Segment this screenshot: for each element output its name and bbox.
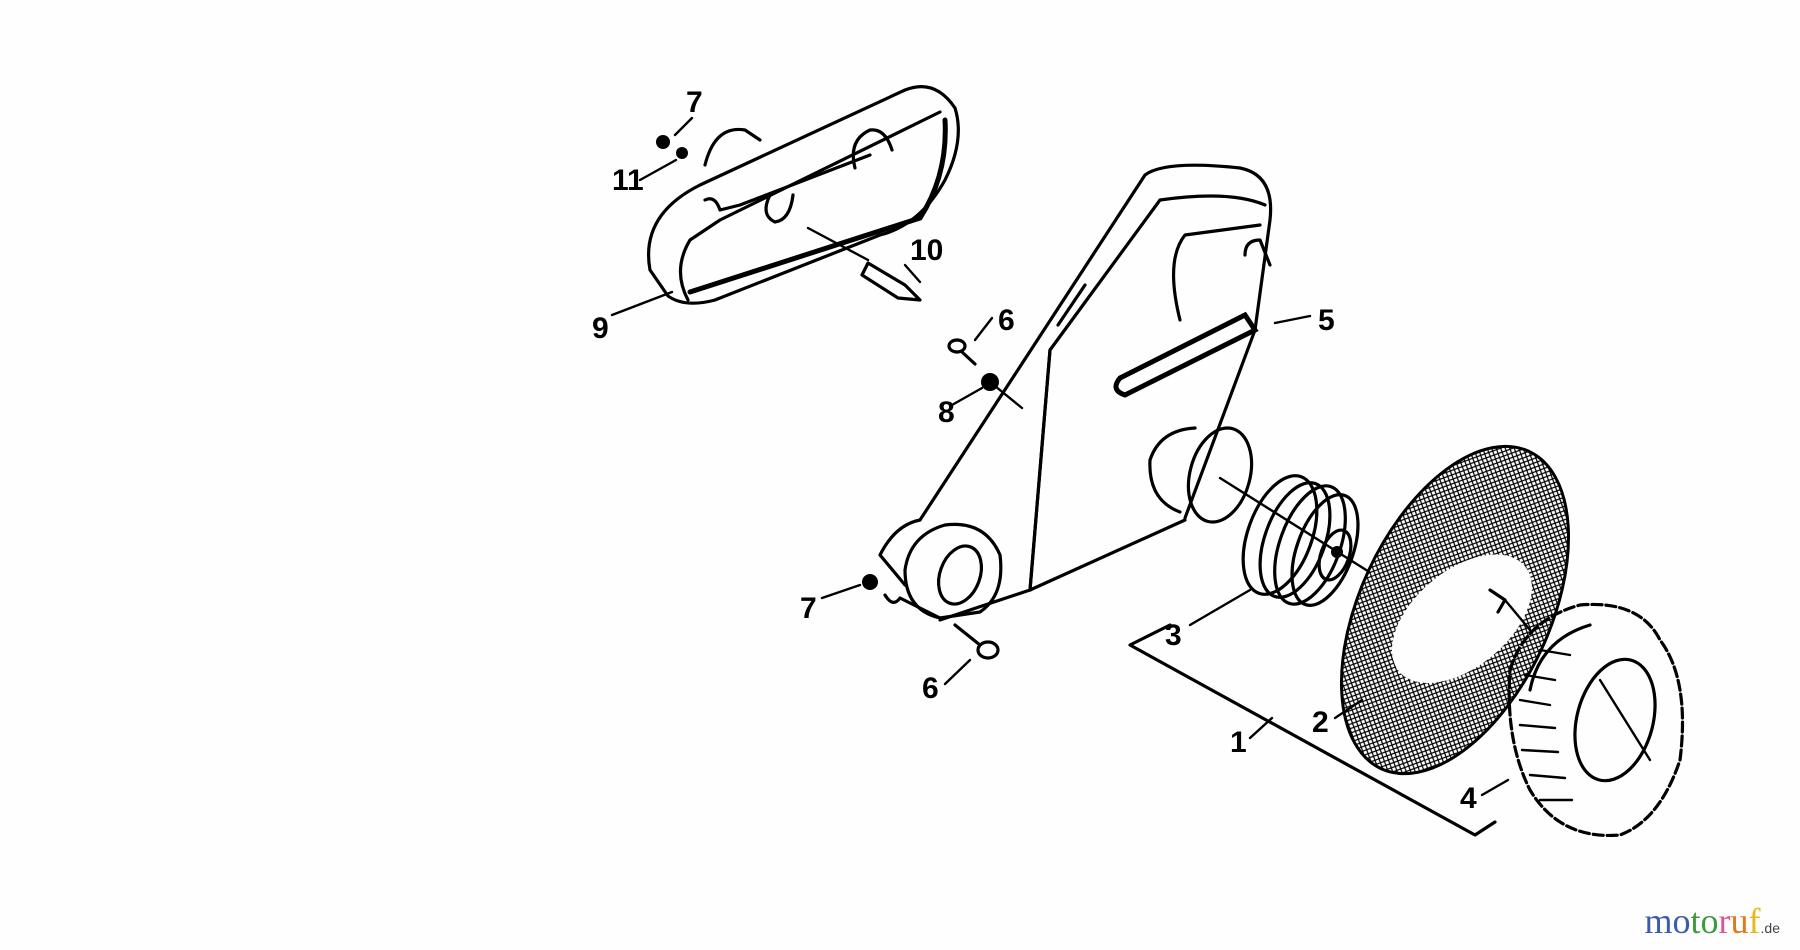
logo-letter: f — [1748, 901, 1761, 941]
logo-letter: o — [1672, 901, 1691, 941]
part-11-washer — [676, 147, 688, 159]
callout-5: 5 — [1318, 304, 1335, 337]
part-4-tire — [1503, 598, 1685, 838]
callout-4: 4 — [1460, 782, 1477, 815]
part-6-bolt-bottom — [953, 623, 1000, 660]
callout-6-top: 6 — [998, 304, 1015, 337]
callout-8: 8 — [938, 396, 955, 429]
logo-letter: m — [1644, 901, 1673, 941]
motoruf-watermark-logo: motoruf.de — [1645, 900, 1781, 942]
part-7-nut-top — [656, 135, 670, 149]
callout-7-bottom: 7 — [800, 592, 817, 625]
callout-labels: 1 2 3 4 5 6 6 7 7 8 9 10 11 — [592, 86, 1477, 815]
logo-letter: t — [1690, 901, 1701, 941]
part-9-belt-cover — [647, 85, 960, 305]
callout-1: 1 — [1230, 726, 1247, 759]
logo-letter: o — [1700, 901, 1719, 941]
part-10-pin — [806, 226, 922, 302]
callout-6-bottom: 6 — [922, 672, 939, 705]
logo-letter: r — [1718, 901, 1731, 941]
part-6-bolt-top — [947, 338, 977, 366]
callout-11: 11 — [612, 164, 644, 197]
part-3-pulley — [1218, 474, 1392, 607]
part-7-nut-bottom — [862, 574, 878, 590]
part-5-bracket — [878, 163, 1273, 622]
callout-9: 9 — [592, 312, 609, 345]
logo-tld: .de — [1760, 920, 1780, 936]
logo-letter: u — [1730, 901, 1749, 941]
part-1-assembly-bracket — [1128, 623, 1497, 837]
bushing — [1148, 426, 1254, 524]
callout-3: 3 — [1165, 619, 1182, 652]
callout-7-top: 7 — [686, 86, 703, 119]
leader-line — [993, 384, 1024, 410]
bolt-washer — [883, 593, 942, 620]
callout-10: 10 — [910, 234, 943, 267]
callout-2: 2 — [1312, 706, 1329, 739]
callout-leaders — [610, 116, 1510, 797]
